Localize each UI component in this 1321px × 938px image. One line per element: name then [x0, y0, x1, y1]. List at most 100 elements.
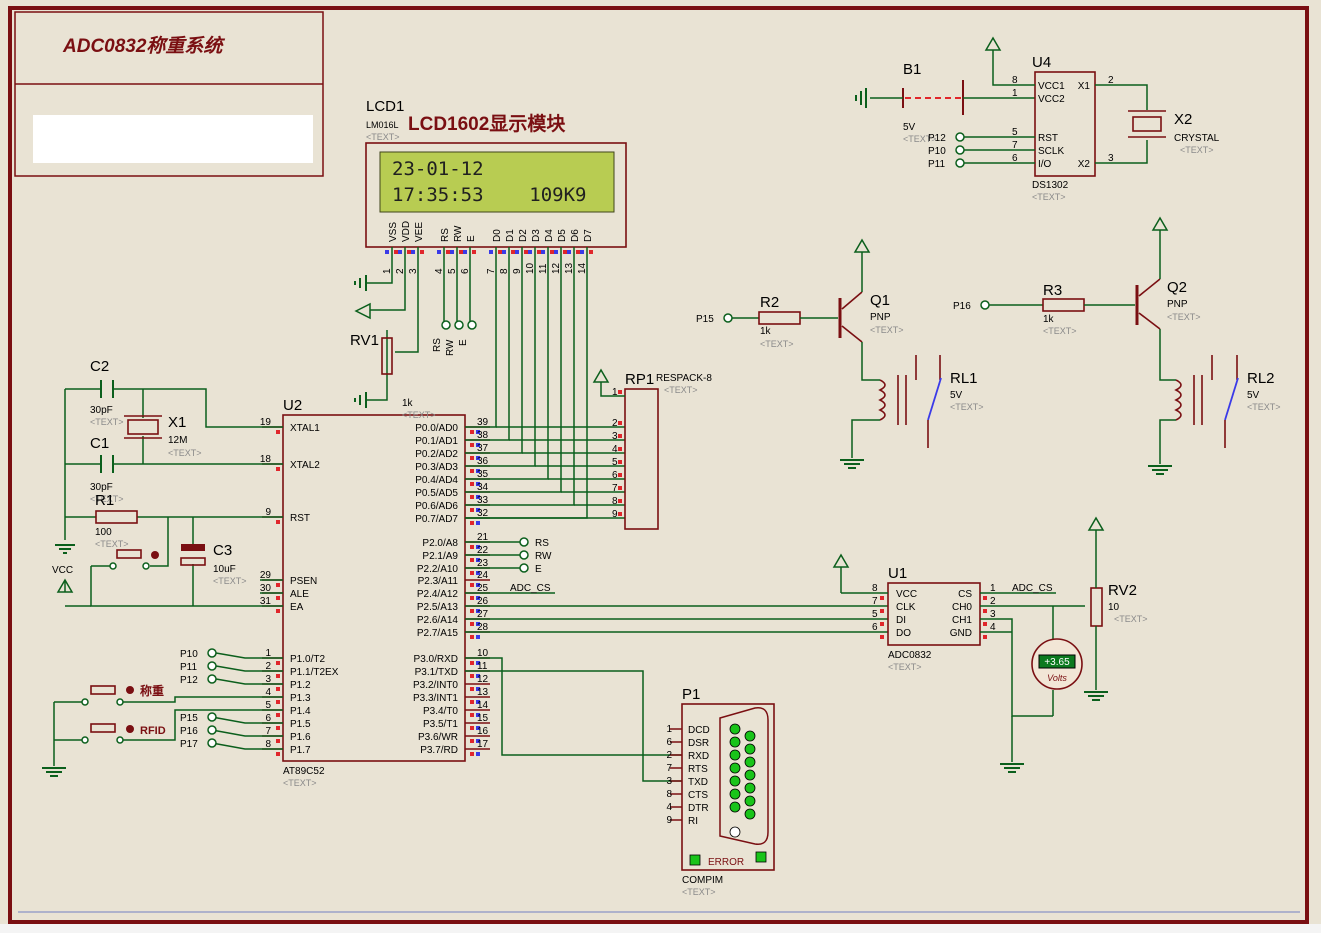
u2-right-pin-number: 25 [477, 583, 489, 594]
mcu-u2[interactable]: U2 AT89C52 <TEXT> 19XTAL118XTAL29RST29PS… [260, 397, 490, 788]
q2-text-tag: <TEXT> [1167, 312, 1201, 322]
u4-left-pin-name: RST [1038, 133, 1058, 144]
u1-pin-pad [880, 609, 884, 613]
u2-pin-pad [476, 456, 480, 460]
u2-left-pin-number: 9 [265, 507, 271, 518]
relay-driver-1[interactable]: P15 R2 1k <TEXT> Q1 PNP <TEXT> RL1 5V <T… [696, 238, 984, 469]
u1-left-pin-name: DI [896, 615, 906, 626]
c2-text-tag: <TEXT> [90, 417, 124, 427]
adc0832-u1[interactable]: U1 ADC0832 <TEXT> 8VCC1CS7CLK2CH05DI3CH1… [832, 553, 1085, 773]
u1-right-pin-name: CH1 [952, 615, 972, 626]
p1-db9-contact [729, 801, 741, 813]
u1-right-pin-number: 4 [990, 622, 996, 633]
lcd-pin-number: 14 [577, 262, 588, 274]
q1-ref: Q1 [870, 292, 890, 309]
lcd-pin-pad [420, 250, 424, 254]
u2-right-pin-number: 33 [477, 495, 489, 506]
u2-right-pin-number: 11 [477, 661, 488, 672]
p1-db9-contact [744, 730, 756, 742]
rtc-u4[interactable]: U4 DS1302 <TEXT> 8VCC11VCC25RST7SCLK6I/O… [928, 36, 1148, 202]
driver1-p15-label: P15 [696, 314, 714, 325]
p1-db9-contact [729, 736, 741, 748]
lcd-pin-pad [511, 250, 515, 254]
u2-right-pin-number: 10 [477, 648, 489, 659]
u2-right-pin-number: 38 [477, 430, 489, 441]
u2-left-pin-number: 30 [260, 583, 272, 594]
p1-db9-contact [744, 808, 756, 820]
p1-db9-contact [744, 782, 756, 794]
u2-part: AT89C52 [283, 766, 325, 777]
lcd-pin-number: 2 [395, 268, 406, 274]
battery-b1[interactable]: B1 5V <TEXT> [855, 61, 1035, 144]
lcd-pin-pad [472, 250, 476, 254]
lcd-pin-number: 10 [525, 262, 536, 274]
rp1-pin-number: 8 [612, 496, 618, 507]
rp1-pin-pad [618, 390, 622, 394]
rp1-pin-number: 2 [612, 418, 618, 429]
u2-pin-pad [276, 430, 280, 434]
x1-value: 12M [168, 435, 187, 446]
p1-error-label: ERROR [708, 857, 744, 868]
p1-pin-name: DCD [688, 725, 710, 736]
u2-pin-pad [470, 495, 474, 499]
c2-value: 30pF [90, 405, 113, 416]
u2-right-pin-name: P2.5/A13 [417, 602, 459, 613]
rl1-ref: RL1 [950, 370, 978, 387]
u2-left-pin-number: 19 [260, 417, 272, 428]
lcd-pin-pad [528, 250, 532, 254]
u2-left-pin-name: PSEN [290, 576, 317, 587]
u2-pin-pad [476, 674, 480, 678]
u2-text-tag: <TEXT> [283, 778, 317, 788]
x1-ref: X1 [168, 414, 186, 431]
p1-pin-name: DTR [688, 803, 709, 814]
rl1-text-tag: <TEXT> [950, 402, 984, 412]
crystal-x2[interactable]: X2 CRYSTAL <TEXT> [1128, 110, 1220, 155]
u2-pin-pad [470, 752, 474, 756]
relay-driver-2[interactable]: P16 R3 1k <TEXT> Q2 PNP <TEXT> RL2 5V <T… [953, 216, 1281, 475]
rp1-pin-pad [618, 486, 622, 490]
u1-left-pin-name: VCC [896, 589, 917, 600]
rv1-potentiometer[interactable]: RV1 1k <TEXT> [350, 332, 436, 420]
u4-left-pin-name: I/O [1038, 159, 1052, 170]
sheet-border [8, 6, 1309, 924]
u2-right-pin-number: 12 [477, 674, 489, 685]
lcd-pin-name: RS [440, 228, 451, 242]
lcd-pin-pad [515, 250, 519, 254]
u2-pin-pad [470, 700, 474, 704]
u2-pin-pad [276, 661, 280, 665]
u4-left-pin-name: SCLK [1038, 146, 1064, 157]
u2-right-pin-name: P3.4/T0 [423, 706, 458, 717]
lcd-pin-pad [398, 250, 402, 254]
u2-pin-pad [470, 508, 474, 512]
r2-ref: R2 [760, 294, 779, 311]
rp1-pin-number: 1 [612, 387, 618, 398]
p1-pin-name: TXD [688, 777, 708, 788]
rv2-potentiometer[interactable]: RV2 10 <TEXT> [1052, 516, 1148, 716]
u2-left-pin-number: 3 [265, 674, 271, 685]
rl2-value: 5V [1247, 390, 1260, 401]
p1-db9-contact [744, 743, 756, 755]
u2-right-pin-number: 39 [477, 417, 489, 428]
u2-pin-pad [476, 739, 480, 743]
lcd-pin-pad [411, 250, 415, 254]
u2-pin-pad [276, 700, 280, 704]
voltmeter[interactable]: +3.65 Volts [1031, 638, 1083, 690]
u2-right-pin-name: P0.2/AD2 [415, 449, 458, 460]
u2-pin-pad [476, 443, 480, 447]
u2-right-pin-name: P3.1/TXD [415, 667, 458, 678]
u2-left-pin-number: 2 [265, 661, 271, 672]
r1-value: 100 [95, 527, 112, 538]
lcd-module[interactable]: LCD1 LM016L <TEXT> LCD1602显示模块 23-01-12 … [365, 98, 627, 274]
u2-pin-pad [476, 713, 480, 717]
u2-right-pin-name: P0.4/AD4 [415, 475, 458, 486]
lcd-pin-number: 8 [499, 268, 510, 274]
u1-pin-pad [983, 622, 987, 626]
u2-pin-pad [276, 687, 280, 691]
u1-right-pin-number: 3 [990, 609, 996, 620]
u2-right-pin-number: 16 [477, 726, 489, 737]
u2-right-pin-name: P3.6/WR [418, 732, 458, 743]
u2-right-pin-number: 22 [477, 545, 489, 556]
